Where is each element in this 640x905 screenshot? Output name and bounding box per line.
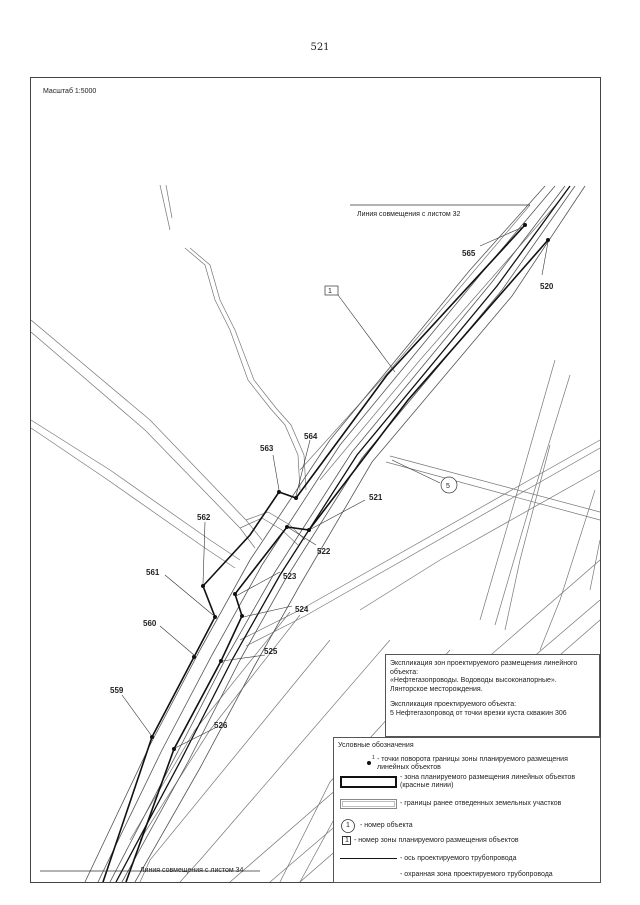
point-label-564: 564 — [304, 432, 318, 441]
legend-item-parcels: - границы ранее отведенных земельных уча… — [400, 800, 562, 807]
legend-item-points: - точки поворота границы зоны планируемо… — [377, 756, 568, 771]
pipeline-axis — [115, 185, 571, 882]
object-number-icon — [340, 818, 356, 836]
legend-title: Условные обозначения — [338, 742, 414, 749]
point-label-524: 524 — [295, 605, 309, 614]
explication-object-entry: 5 Нефтегазопровод от точки врезки куста … — [390, 709, 567, 717]
object-number-symbol-label: 1 — [346, 822, 350, 829]
legend-box: Условные обозначения 1 - точки поворота … — [333, 737, 601, 883]
point-label-565: 565 — [462, 249, 476, 258]
point-label-560: 560 — [143, 619, 157, 628]
object-marker-circle — [440, 476, 458, 494]
point-label-561: 561 — [146, 568, 160, 577]
explication-zones-line3: Лянторское месторождения. — [390, 685, 483, 693]
point-label-520: 520 — [540, 282, 554, 291]
page-number: 521 — [310, 42, 330, 53]
parcels-symbol — [340, 799, 397, 809]
map-frame — [30, 77, 601, 883]
explication-zones-line2: «Нефтегазопроводы. Водоводы высоконапорн… — [390, 677, 557, 684]
legend-item-guard-zone: - охранная зона проектируемого трубопров… — [400, 871, 553, 878]
zone-marker-square — [324, 285, 339, 296]
pipeline-corridor — [84, 185, 586, 882]
legend-item-axis: - ось проектируемого трубопровода — [400, 855, 517, 862]
point-label-525: 525 — [264, 647, 278, 656]
explication-box: Экспликация зон проектируемого размещени… — [385, 654, 600, 737]
object-marker-label: 5 — [446, 483, 450, 490]
zone-number-symbol-label: 1 — [345, 837, 349, 844]
legend-item-red-lines: - зона планируемого размещения линейных … — [400, 774, 576, 789]
leader-lines — [121, 226, 549, 749]
point-label-562: 562 — [197, 513, 211, 522]
legend-item-object-number: - номер объекта — [360, 822, 413, 829]
point-label-526: 526 — [214, 721, 228, 730]
zone-boundary — [102, 224, 549, 882]
match-line-top-label: Линия совмещения с листом 32 — [357, 211, 461, 218]
scale-label: Масштаб 1:5000 — [43, 87, 96, 95]
zone-number-icon — [342, 836, 351, 845]
legend-item-zone-number: - номер зоны планируемого размещения объ… — [354, 837, 519, 844]
match-line-bottom-label: Линия совмещения с листом 34 — [140, 867, 244, 874]
red-lines-symbol — [340, 776, 397, 788]
turning-points — [150, 223, 550, 751]
turning-point-superscript: 1 — [372, 755, 375, 761]
point-label-522: 522 — [317, 547, 331, 556]
point-label-523: 523 — [283, 572, 297, 581]
axis-line-symbol — [340, 858, 397, 859]
explication-objects-title: Экспликация проектируемого объекта: — [390, 701, 517, 708]
point-label-521: 521 — [369, 493, 383, 502]
zone-marker-label: 1 — [328, 288, 332, 295]
turning-point-icon — [366, 757, 378, 769]
point-label-559: 559 — [110, 686, 124, 695]
point-label-563: 563 — [260, 444, 274, 453]
explication-zones-title: Экспликация зон проектируемого размещени… — [390, 660, 578, 676]
